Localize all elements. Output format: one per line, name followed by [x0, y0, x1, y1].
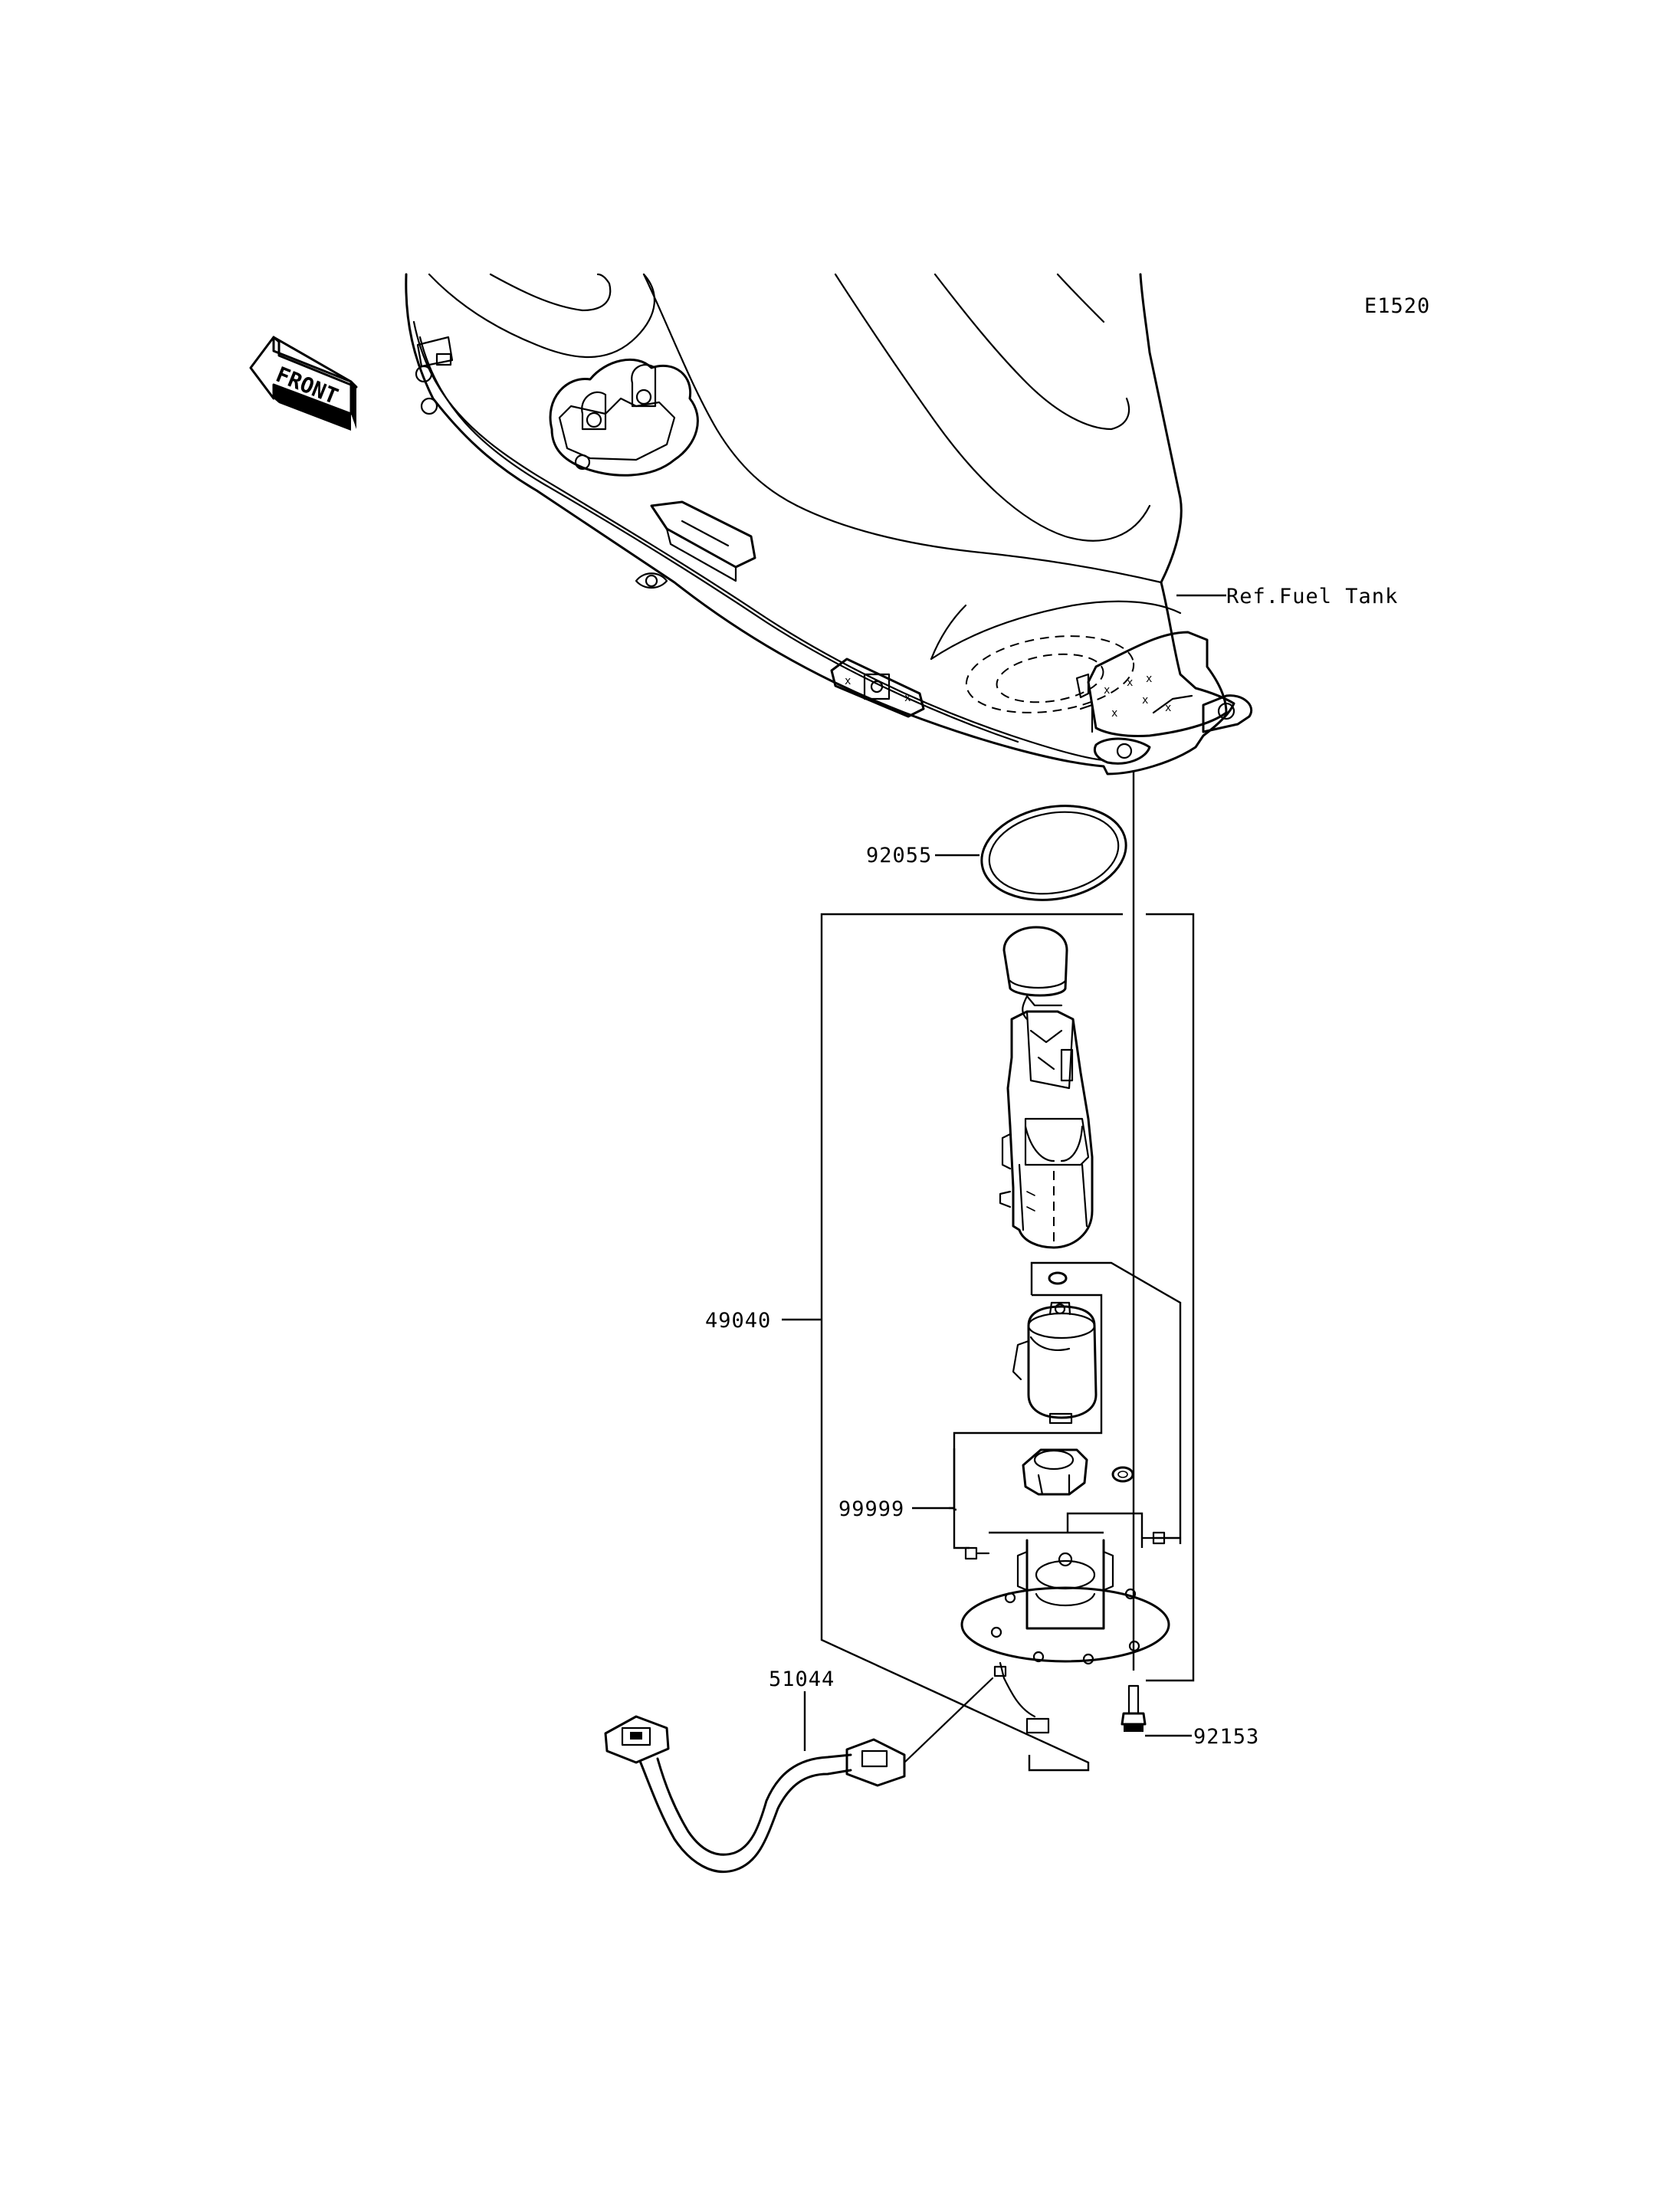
svg-text:x: x: [1127, 677, 1133, 689]
washer: [1111, 1466, 1134, 1483]
part-number-92055: 92055: [866, 844, 932, 867]
svg-text:x: x: [1104, 684, 1110, 697]
part-number-51044: 51044: [769, 1667, 835, 1691]
fuel-pump-motor: [1012, 1301, 1098, 1425]
screw-left: [964, 1546, 990, 1560]
svg-text:x: x: [1146, 673, 1152, 685]
part-number-99999: 99999: [838, 1497, 904, 1521]
ref-fuel-tank-label: Ref.Fuel Tank: [1226, 585, 1398, 608]
bracket-49040: [820, 913, 1123, 1772]
pressure-regulator: [1022, 1448, 1088, 1496]
svg-text:x: x: [1165, 702, 1171, 714]
diagram-code: E1520: [1364, 294, 1430, 318]
fuel-tank: x x x x x x x x: [405, 273, 1252, 776]
svg-text:x: x: [904, 692, 911, 704]
wire-harness-51044: [604, 1677, 994, 1874]
pump-flange: [960, 1539, 1170, 1734]
part-number-49040: 49040: [705, 1309, 771, 1333]
gasket-92055: [980, 805, 1127, 901]
part-number-92153: 92153: [1193, 1725, 1259, 1749]
svg-text:x: x: [1111, 707, 1117, 720]
fuel-pump-module: [999, 926, 1094, 1249]
svg-text:x: x: [1142, 694, 1148, 707]
o-ring: [1048, 1271, 1068, 1285]
front-arrow-icon: FRONT: [249, 336, 358, 431]
bolt-92153: [1121, 1684, 1147, 1732]
svg-text:x: x: [845, 675, 851, 687]
